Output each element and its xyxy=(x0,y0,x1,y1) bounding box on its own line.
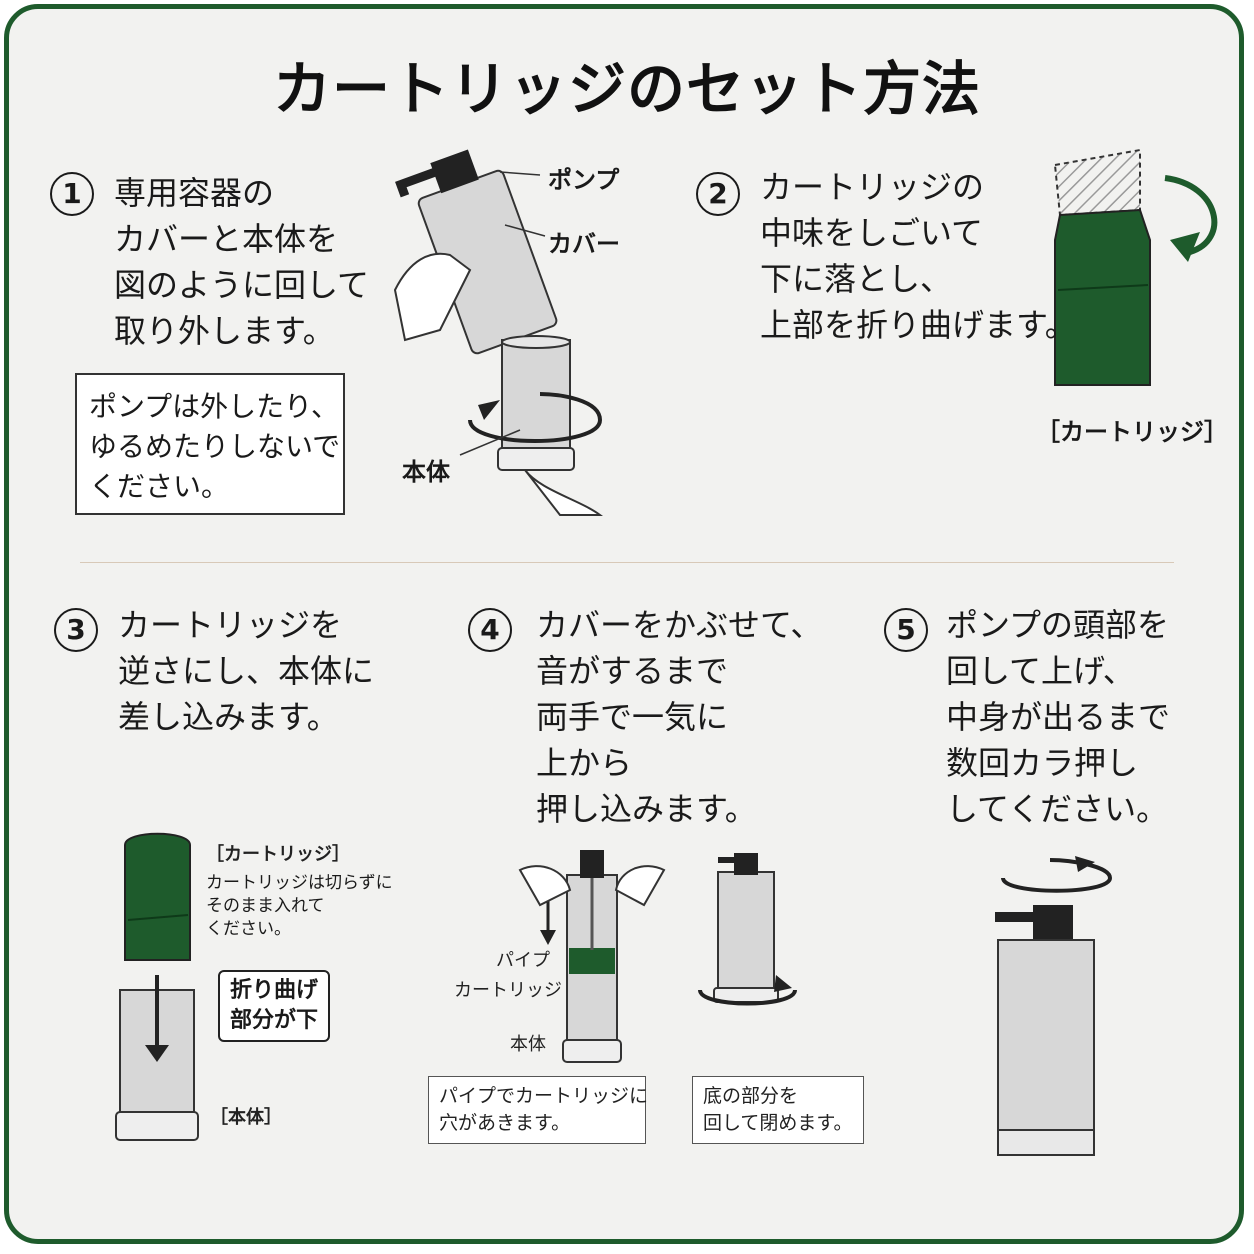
step5-number: 5 xyxy=(884,608,928,652)
step3-text: カートリッジを 逆さにし、本体に 差し込みます。 xyxy=(118,602,374,740)
step5-illustration xyxy=(995,856,1113,1156)
cartridge-note: カートリッジは切らずに そのまま入れて ください。 xyxy=(206,872,393,941)
section-divider xyxy=(80,562,1174,563)
step4-line: 両手で一気に xyxy=(536,698,729,736)
step5-line: 中身が出るまで xyxy=(946,698,1171,736)
page-title: カートリッジのセット方法 xyxy=(272,55,981,123)
step4-text: カバーをかぶせて、 音がするまで 両手で一気に 上から 押し込みます。 xyxy=(536,602,822,832)
step4-note-pipe: パイプでカートリッジに 穴があきます。 xyxy=(428,1076,649,1144)
step4-note-line: 回して閉めます。 xyxy=(703,1112,853,1134)
step2-line: 下に落とし、 xyxy=(760,260,953,298)
step2-text: カートリッジの 中味をしごいて 下に落とし、 上部を折り曲げます。 xyxy=(760,164,1077,348)
step4-note-line: 底の部分を xyxy=(703,1085,799,1107)
step4-line: 押し込みます。 xyxy=(536,790,757,828)
step3-line: 差し込みます。 xyxy=(118,698,339,736)
step4-illustration xyxy=(518,850,797,1063)
step5-line: 数回カラ押し xyxy=(946,744,1139,782)
step1-note: ポンプは外したり、 ゆるめたりしないで ください。 xyxy=(75,373,345,515)
fold-line: 部分が下 xyxy=(230,1008,319,1033)
cartridge-label-small: ［カートリッジ］ xyxy=(206,844,350,865)
step3-line: 逆さにし、本体に xyxy=(118,652,375,690)
note-line: ください。 xyxy=(89,470,230,503)
step4-note-bottom: 底の部分を 回して閉めます。 xyxy=(692,1076,864,1144)
step5-line: してください。 xyxy=(946,790,1169,828)
step2-cartridge-illustration xyxy=(1053,148,1218,386)
step1-text: 専用容器の カバーと本体を 図のように回して 取り外します。 xyxy=(114,170,369,354)
step3-illustration xyxy=(115,832,199,1141)
note-line: ゆるめたりしないで xyxy=(89,430,341,463)
step2-number: 2 xyxy=(696,172,740,216)
pipe-label: パイプ xyxy=(496,950,550,971)
step1-body-illustration xyxy=(459,335,604,516)
pump-label: ポンプ xyxy=(548,166,620,194)
step2-line: 中味をしごいて xyxy=(760,214,984,252)
step1-line: カバーと本体を xyxy=(114,220,339,258)
step2-line: カートリッジの xyxy=(760,168,985,206)
cartridge-note-line: カートリッジは切らずに xyxy=(206,873,393,893)
body-label: 本体 xyxy=(402,458,450,486)
step1-number: 1 xyxy=(50,172,94,216)
step5-text: ポンプの頭部を 回して上げ、 中身が出るまで 数回カラ押し してください。 xyxy=(946,602,1170,832)
step5-line: 回して上げ、 xyxy=(946,652,1135,690)
step3-number: 3 xyxy=(54,608,98,652)
step1-cover-illustration xyxy=(393,149,558,355)
body-small-label: 本体 xyxy=(510,1034,546,1055)
step4-number: 4 xyxy=(468,608,512,652)
cartridge-small-label: カートリッジ xyxy=(454,980,562,1001)
cartridge-note-line: ください。 xyxy=(206,919,291,939)
step5-line: ポンプの頭部を xyxy=(946,606,1170,644)
step4-note-line: パイプでカートリッジに xyxy=(439,1085,649,1107)
step1-line: 図のように回して xyxy=(114,266,370,304)
step1-line: 取り外します。 xyxy=(114,312,335,350)
step3-line: カートリッジを xyxy=(118,606,343,644)
step4-note-line: 穴があきます。 xyxy=(439,1112,571,1134)
step2-line: 上部を折り曲げます。 xyxy=(760,306,1077,344)
step1-line: 専用容器の xyxy=(114,174,275,212)
cartridge-label: ［カートリッジ］ xyxy=(1036,418,1228,446)
cover-label: カバー xyxy=(548,230,620,258)
body-bracket-label: ［本体］ xyxy=(210,1107,282,1128)
fold-part-label: 折り曲げ 部分が下 xyxy=(218,970,331,1042)
step4-line: 上から xyxy=(536,744,633,782)
fold-line: 折り曲げ xyxy=(230,978,319,1003)
step4-line: カバーをかぶせて、 xyxy=(536,606,823,644)
note-line: ポンプは外したり、 xyxy=(89,390,340,423)
cartridge-note-line: そのまま入れて xyxy=(206,896,325,916)
step4-line: 音がするまで xyxy=(536,652,729,690)
